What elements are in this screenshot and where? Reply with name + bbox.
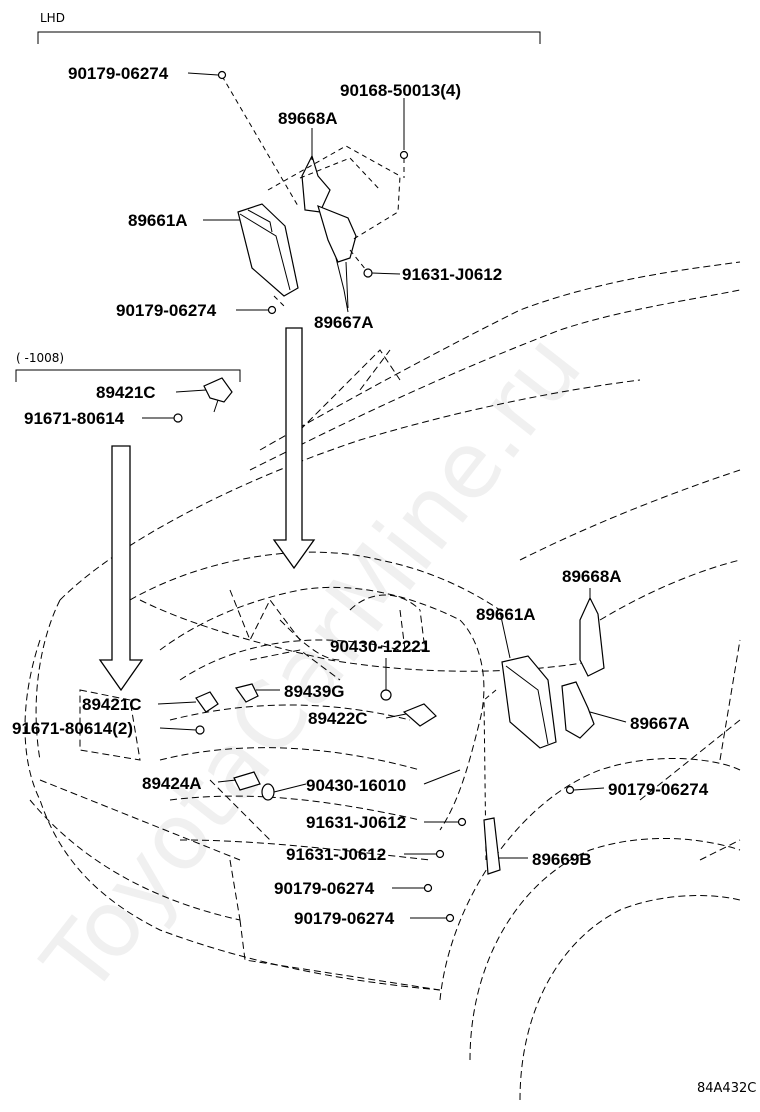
callout-91631-j0612-a: 91631-J0612 [306, 813, 406, 832]
callout-89667a-top: 89667A [314, 313, 374, 332]
date-range-label: ( -1008) [16, 351, 64, 365]
callout-89668a-top: 89668A [278, 109, 338, 128]
callout-89424a: 89424A [142, 774, 202, 793]
callout-89668a-right: 89668A [562, 567, 622, 586]
callout-89667a-right: 89667A [630, 714, 690, 733]
vehicle-outline [24, 261, 741, 1101]
callout-89421c-upper: 89421C [96, 383, 156, 402]
callout-89421c-lower: 89421C [82, 695, 142, 714]
diagram-id: 84A432C [697, 1081, 756, 1096]
callout-90179-06274-low-b: 90179-06274 [294, 909, 395, 928]
date-range-bracket: ( -1008) [15, 351, 241, 382]
callout-89661a-right: 89661A [476, 605, 536, 624]
lhd-group-bracket: LHD [37, 11, 541, 44]
callout-91671-80614: 91671-80614 [24, 409, 125, 428]
arrow-down-center [272, 327, 316, 570]
callout-90179-06274-top: 90179-06274 [68, 64, 169, 83]
callouts: 90179-06274 90168-50013(4) 89668A 89661A… [12, 64, 709, 928]
callout-91631-j0612-top: 91631-J0612 [402, 265, 502, 284]
sensor-89421c-upper [173, 377, 233, 423]
callout-90179-06274-mid: 90179-06274 [116, 301, 217, 320]
callout-90179-06274-right: 90179-06274 [608, 780, 709, 799]
callout-91671-80614-2: 91671-80614(2) [12, 719, 133, 738]
callout-89439g: 89439G [284, 682, 345, 701]
leader-lines [142, 72, 627, 919]
lhd-label: LHD [40, 11, 65, 25]
callout-89422c: 89422C [308, 709, 368, 728]
callout-89669b: 89669B [532, 850, 592, 869]
arrow-down-left [98, 445, 144, 692]
callout-90168-50013: 90168-50013(4) [340, 81, 461, 100]
ecu-detail-right [483, 596, 605, 875]
callout-90430-16010: 90430-16010 [306, 776, 406, 795]
callout-90430-12221: 90430-12221 [330, 637, 430, 656]
engine-small-parts [195, 683, 467, 923]
callout-90179-06274-low-a: 90179-06274 [274, 879, 375, 898]
ecu-detail-top [217, 70, 409, 315]
callout-91631-j0612-b: 91631-J0612 [286, 845, 386, 864]
callout-89661a-top: 89661A [128, 211, 188, 230]
